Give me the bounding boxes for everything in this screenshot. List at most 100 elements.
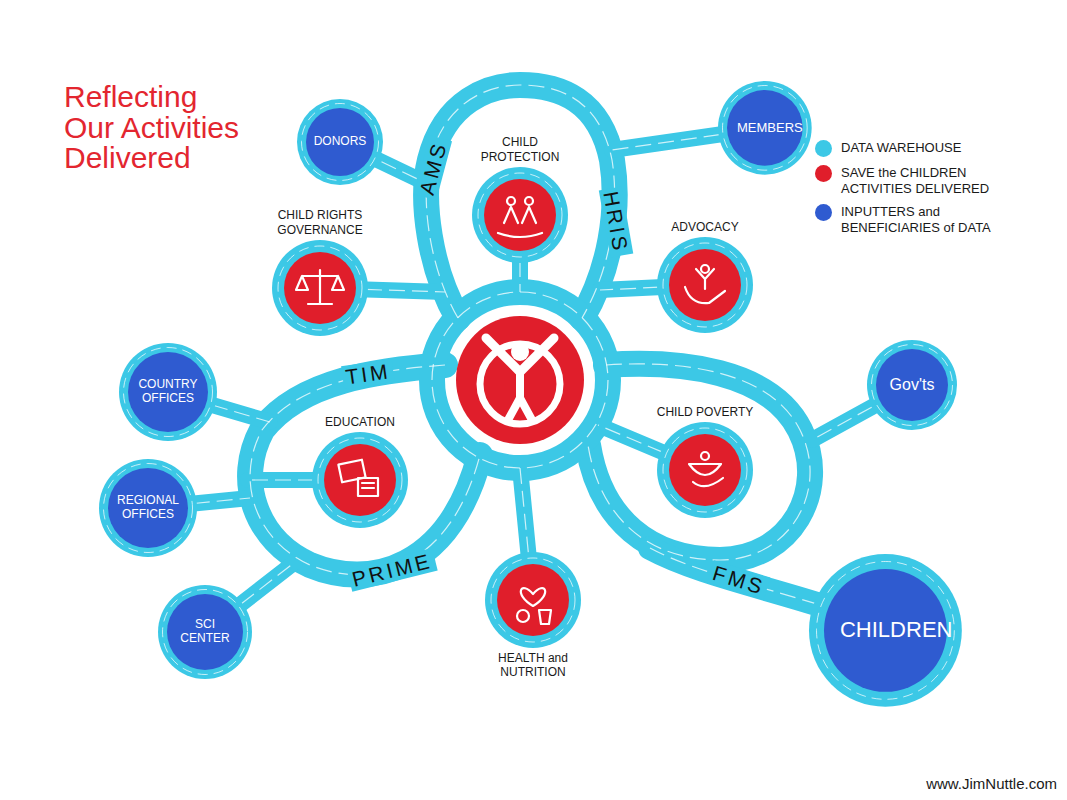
stakeholder-circle: MEMBERS: [718, 81, 812, 175]
activity-disc: [284, 252, 356, 324]
warehouse-ring: [99, 459, 197, 557]
path-shape: [498, 207, 542, 237]
circle-outline: [312, 432, 408, 528]
poverty-icon: [689, 452, 723, 486]
health-icon: [517, 588, 551, 624]
stakeholder-circle: SCI CENTER: [158, 585, 252, 679]
warehouse-ring: [472, 167, 568, 263]
stakeholder-label: COUNTRY OFFICES: [137, 378, 199, 406]
legend-item: SAVE the CHILDREN ACTIVITIES DELIVERED: [815, 165, 1030, 196]
activity-disc: [484, 179, 556, 251]
ring-texture: [278, 246, 362, 330]
activity-label: ADVOCACY: [671, 220, 738, 234]
stakeholder-circle: Gov'ts: [867, 340, 957, 430]
stakeholder-disc: [727, 90, 803, 166]
ring-texture: [318, 438, 402, 522]
circle-outline: [272, 240, 368, 336]
ring-texture: [104, 464, 193, 553]
legend-item: DATA WAREHOUSE: [815, 140, 1030, 157]
rect-shape: [338, 460, 365, 483]
ring-texture: [723, 86, 808, 171]
diagram-title: Reflecting Our Activities Delivered: [64, 82, 244, 174]
ring-texture: [163, 590, 248, 675]
path-shape: [362, 483, 374, 488]
warehouse-ring: [312, 432, 408, 528]
activity-disc: [669, 434, 741, 506]
band-texture-line: [250, 365, 480, 575]
warehouse-ring: [657, 237, 753, 333]
activity-circle: CHILD RIGHTS GOVERNANCE: [272, 240, 368, 336]
logo-ring: [480, 344, 560, 424]
watermark: www.JimNuttle.com: [926, 775, 1057, 792]
education-icon: [338, 460, 378, 496]
legend-item: INPUTTERS and BENEFICIARIES of DATA: [815, 204, 1030, 235]
band-texture-line: [432, 292, 608, 468]
warehouse-ring: [718, 81, 812, 175]
warehouse-ring: [809, 554, 962, 707]
stakeholder-disc: [876, 349, 948, 421]
activity-label: CHILD RIGHTS GOVERNANCE: [270, 208, 370, 237]
path-shape: [296, 270, 344, 304]
ring-texture: [491, 558, 575, 642]
scales-icon: [296, 270, 344, 304]
path-shape: [689, 464, 723, 486]
legend-text: DATA WAREHOUSE: [841, 140, 961, 156]
path-shape: [521, 588, 545, 606]
warehouse-ring: [297, 99, 383, 185]
activity-label: CHILD POVERTY: [657, 405, 753, 419]
warehouse-ring: [272, 240, 368, 336]
path-shape: [539, 610, 551, 624]
warehouse-ring: [867, 340, 957, 430]
legend: DATA WAREHOUSE SAVE the CHILDREN ACTIVITI…: [815, 140, 1030, 243]
warehouse-ring: [657, 422, 753, 518]
circle-outline: [657, 237, 753, 333]
stakeholder-disc: [306, 108, 374, 176]
stakeholder-label: REGIONAL OFFICES: [117, 494, 179, 522]
legend-swatch: [815, 140, 832, 157]
activity-disc: [669, 249, 741, 321]
warehouse-ring: [158, 585, 252, 679]
logo-disc: [456, 316, 584, 444]
logo-arms: [486, 338, 554, 372]
circle-outline: [472, 167, 568, 263]
stakeholder-disc: [108, 468, 188, 548]
activity-circle: ADVOCACY: [657, 237, 753, 333]
activity-label: HEALTH and NUTRITION: [488, 651, 578, 680]
warehouse-ring: [485, 552, 581, 648]
advocacy-icon: [685, 265, 725, 303]
activity-disc: [497, 564, 569, 636]
band-group: [148, 85, 912, 632]
center-logo: [456, 316, 584, 444]
circle-outline: [485, 552, 581, 648]
activity-label: CHILD PROTECTION: [473, 135, 568, 164]
band-texture-line: [426, 85, 614, 318]
ring-texture: [872, 345, 953, 426]
stakeholder-circle: REGIONAL OFFICES: [99, 459, 197, 557]
ring-texture: [663, 428, 747, 512]
activity-circle: HEALTH and NUTRITION: [485, 552, 581, 648]
stakeholder-label: Gov'ts: [890, 376, 935, 394]
activity-circle: CHILD POVERTY: [657, 422, 753, 518]
rect-shape: [358, 478, 378, 496]
circle-shape: [701, 452, 709, 460]
activity-label: EDUCATION: [325, 415, 395, 429]
protection-icon: [498, 197, 542, 237]
stakeholder-label: SCI CENTER: [176, 618, 235, 646]
path-shape: [685, 269, 725, 303]
circle-shape: [507, 197, 515, 205]
stakeholder-circle: COUNTRY OFFICES: [119, 343, 217, 441]
ring-texture: [663, 243, 747, 327]
stakeholder-disc: [167, 594, 243, 670]
system-label: PRIME: [347, 548, 438, 592]
activity-disc: [324, 444, 396, 516]
warehouse-ring: [119, 343, 217, 441]
stakeholder-disc: [824, 569, 947, 692]
stakeholder-circle: CHILDREN: [809, 554, 962, 707]
band-texture: [148, 85, 912, 632]
circle-outline: [657, 422, 753, 518]
band-loop: [588, 364, 810, 560]
stakeholder-label: MEMBERS: [737, 121, 793, 136]
band-ring: [432, 292, 608, 468]
ring-texture: [816, 561, 954, 699]
